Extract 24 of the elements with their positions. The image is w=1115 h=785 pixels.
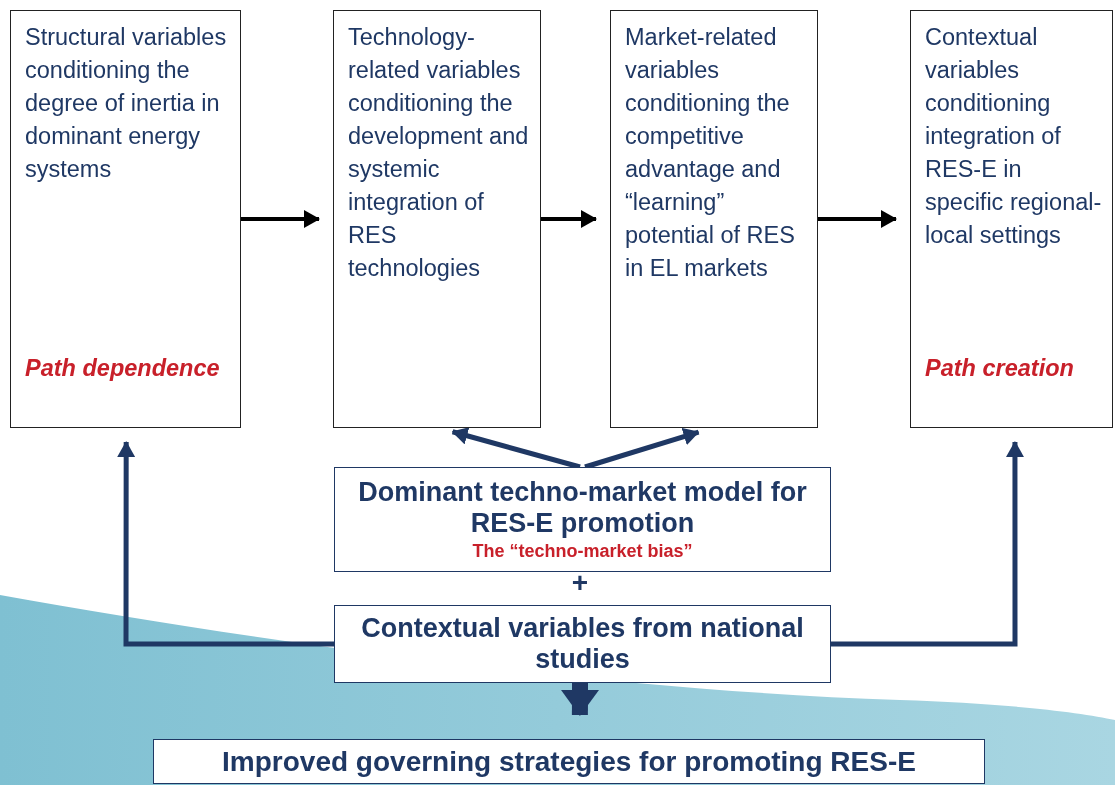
text-box	[334, 467, 831, 572]
text-box	[910, 10, 1113, 428]
block-arrow	[561, 682, 599, 716]
arrow	[541, 210, 597, 228]
box-title: Contextual variables from national studies	[360, 613, 805, 675]
text-box	[333, 10, 541, 428]
arrow	[117, 441, 334, 647]
box-text: Structural variables conditioning the degree of inertia in dominant energy systems	[25, 23, 228, 184]
box-text: Contextual variables conditioning integration of RES-E in specific regional-local settings	[925, 23, 1103, 250]
text-box	[10, 10, 241, 428]
emphasis-text: Path creation	[925, 354, 1075, 383]
arrow	[831, 441, 1024, 647]
text-box	[610, 10, 818, 428]
box-text: Technology-related variables conditioning the development and systemic integration of RES technologies	[348, 23, 530, 283]
arrow	[818, 210, 897, 228]
subtitle: The “techno-market bias”	[471, 539, 694, 563]
plus-sign: +	[571, 569, 589, 597]
box-title: Dominant techno-market model for RES-E promotion	[357, 476, 808, 539]
box-title: Improved governing strategies for promoting RES-E	[221, 746, 917, 777]
box-text: Market-related variables conditioning the competitive advantage and “learning” potential of RES in EL markets	[625, 23, 796, 283]
text-box	[153, 739, 985, 784]
emphasis-text: Path dependence	[25, 354, 221, 383]
arrow	[241, 210, 320, 228]
text-box	[334, 605, 831, 683]
